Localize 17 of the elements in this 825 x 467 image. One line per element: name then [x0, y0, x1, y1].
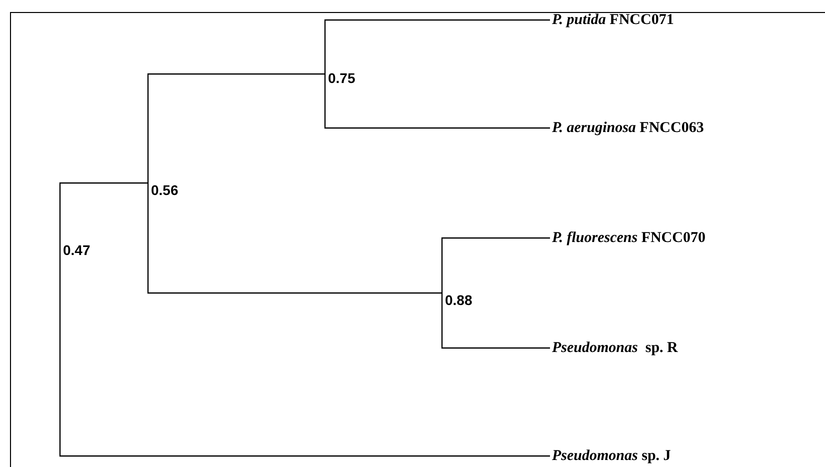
tree-branch: [324, 78, 550, 129]
tree-branch: [147, 190, 442, 294]
bootstrap-value: 0.56: [151, 182, 178, 198]
bootstrap-value: 0.88: [445, 292, 472, 308]
taxon-label: P. fluorescens FNCC070: [552, 229, 706, 247]
bootstrap-value: 0.75: [328, 70, 356, 86]
bootstrap-value: 0.47: [63, 242, 90, 258]
tree-branch: [59, 250, 550, 457]
tree-branch: [324, 19, 550, 78]
tree-branch: [441, 300, 550, 349]
tree-branch: [59, 182, 148, 250]
taxon-label: Pseudomonas sp. J: [552, 447, 671, 465]
taxon-label: P. putida FNCC071: [552, 11, 674, 29]
taxon-label: Pseudomonas sp. R: [552, 339, 678, 357]
tree-branch: [147, 73, 325, 190]
tree-branch: [441, 237, 550, 300]
taxon-label: P. aeruginosa FNCC063: [552, 119, 704, 137]
